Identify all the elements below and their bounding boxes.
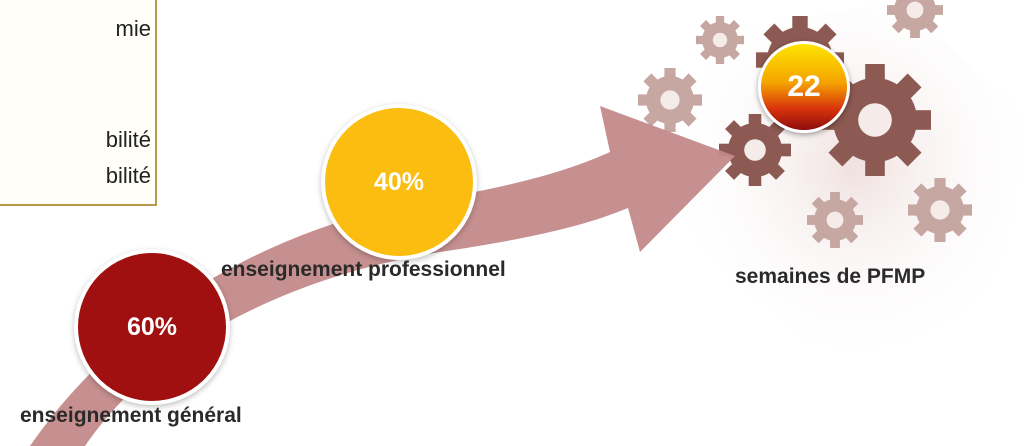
professional-percent-value: 40%	[373, 167, 425, 196]
text-box: mie bilité bilité	[0, 0, 157, 206]
pfmp-weeks-value: 22	[787, 70, 821, 103]
text-box-line-1: mie	[115, 16, 151, 41]
general-percent-value: 60%	[126, 312, 178, 341]
text-box-line-3: bilité	[105, 163, 151, 188]
text-box-line-2: bilité	[105, 127, 151, 152]
professional-percent-badge: 40%	[321, 104, 477, 260]
general-percent-badge: 60%	[74, 249, 230, 405]
general-label: enseignement général	[20, 404, 242, 427]
pfmp-label: semaines de PFMP	[735, 265, 926, 288]
pfmp-weeks-badge: 22	[758, 41, 850, 133]
professional-label: enseignement professionnel	[221, 258, 506, 281]
